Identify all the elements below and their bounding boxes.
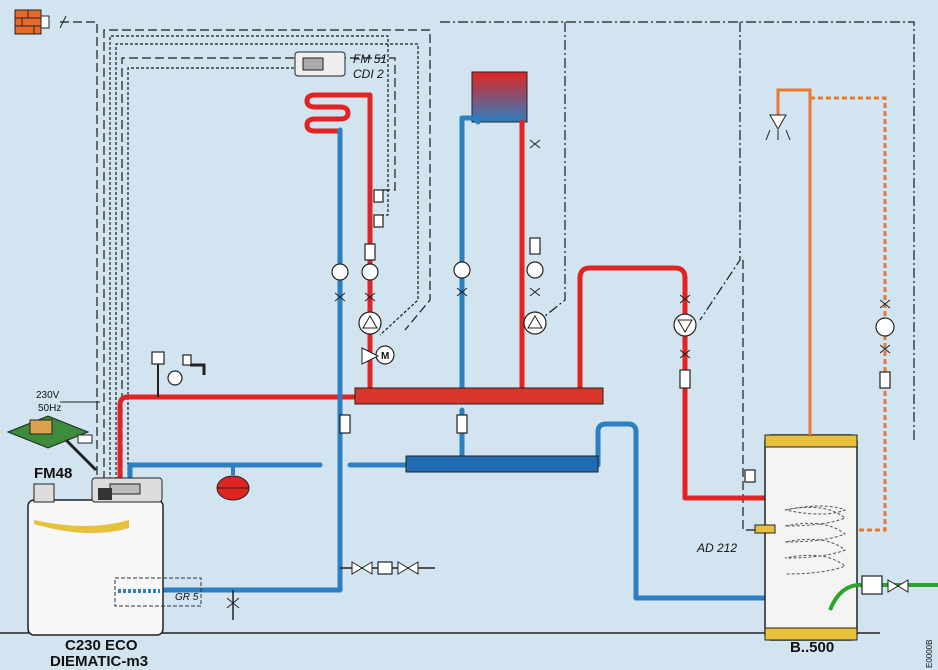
thermostat-icon xyxy=(294,51,346,77)
dhw-loop-components xyxy=(339,294,697,434)
radiator-icon xyxy=(471,71,528,123)
reference-code: E0000B xyxy=(925,640,934,668)
circuit-2-components xyxy=(453,139,547,335)
flow-header xyxy=(354,387,604,405)
boiler-return-pipe xyxy=(127,462,323,483)
fm48-board-icon xyxy=(6,401,100,472)
expansion-vessel-icon xyxy=(216,465,250,501)
board-label: FM48 xyxy=(34,465,72,482)
thermometer-icon xyxy=(331,263,349,281)
thermostat-sub-label: CDI 2 xyxy=(353,67,384,81)
dhw-cylinder xyxy=(744,434,858,641)
tank-model-label: B..500 xyxy=(790,639,834,656)
heating-circuit-2 xyxy=(459,71,528,391)
dhw-primary-return xyxy=(595,421,768,601)
boiler-control-label: DIEMATIC-m3 xyxy=(50,653,148,670)
thermometer-icon xyxy=(361,263,379,281)
gr5-sensor-box xyxy=(114,577,202,607)
thermostat-name-label: FM 51 xyxy=(353,52,387,66)
cold-water-inlet xyxy=(828,575,938,611)
dhw-primary-flow xyxy=(577,265,768,501)
control-wiring xyxy=(60,21,915,531)
tank-sensor-label: AD 212 xyxy=(696,541,737,555)
safety-group-icon xyxy=(151,351,206,397)
fill-line-valves xyxy=(226,561,435,620)
pump-icon xyxy=(875,317,895,337)
circuit-1-components: M xyxy=(331,189,395,365)
return-header xyxy=(405,455,599,473)
svg-text:M: M xyxy=(381,351,389,362)
return-to-sensor xyxy=(157,385,343,593)
frequency-label: 50Hz xyxy=(38,403,61,414)
sensor-code-label: GR 5 xyxy=(175,592,199,603)
boiler-flow-pipe xyxy=(117,394,358,483)
dhw-outlet xyxy=(765,88,895,532)
boiler xyxy=(27,477,202,636)
boiler-model-label: C230 ECO xyxy=(65,637,138,654)
outdoor-sensor-icon xyxy=(14,9,67,35)
heating-circuit-1 xyxy=(304,92,373,391)
voltage-label: 230V xyxy=(36,390,60,401)
